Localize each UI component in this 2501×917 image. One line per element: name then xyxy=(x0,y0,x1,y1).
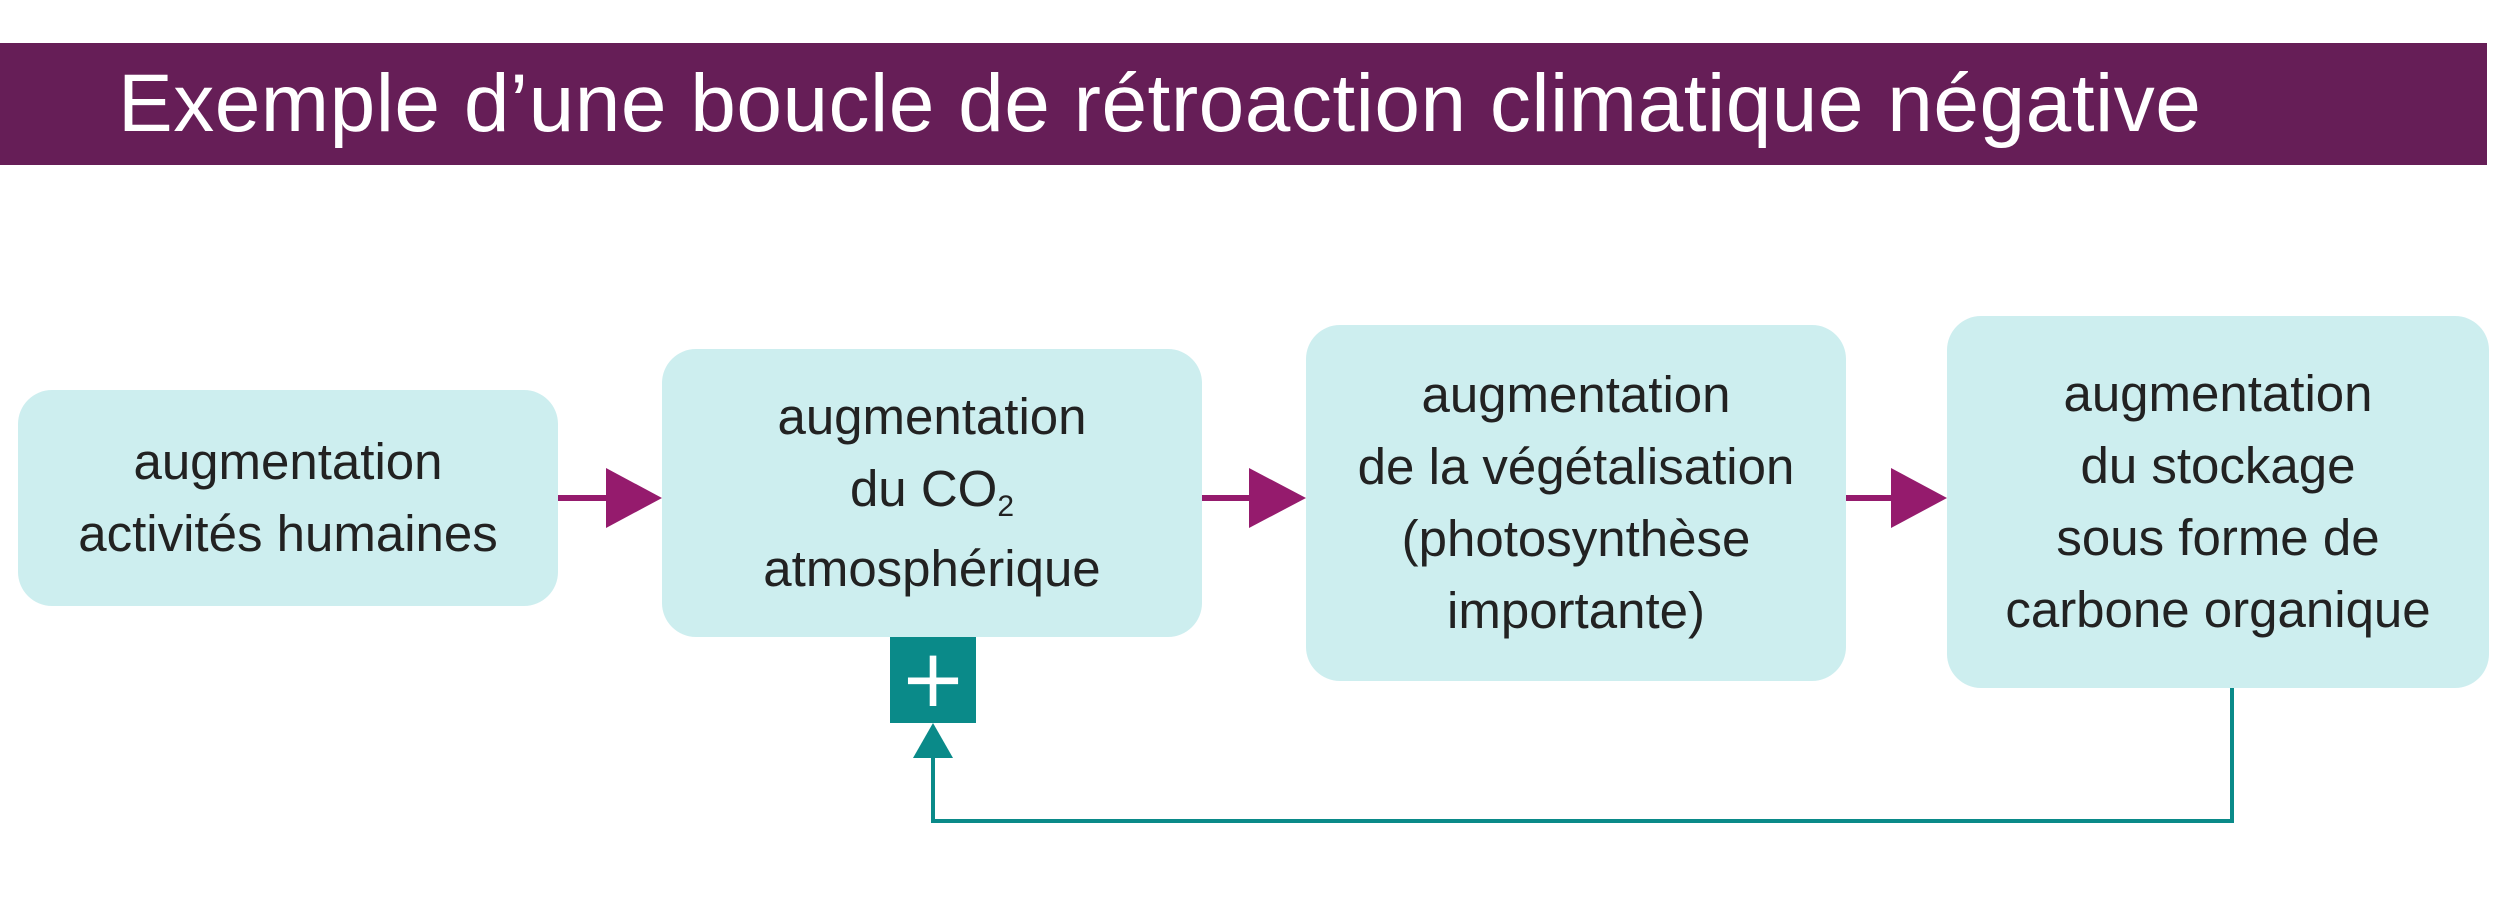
node-text-line: de la végétalisation xyxy=(1357,438,1795,495)
arrow-1-to-2 xyxy=(558,468,662,528)
title-banner: Exemple d’une boucle de rétroaction clim… xyxy=(0,43,2487,165)
node-text-line: carbone organique xyxy=(2005,581,2431,638)
node-text-line: augmentation xyxy=(777,388,1087,445)
node-text-line: sous forme de xyxy=(2056,509,2380,566)
node-atmospheric-co2: augmentation du CO2 atmosphérique xyxy=(662,349,1202,637)
node-carbon-storage: augmentation du stockage sous forme de c… xyxy=(1947,316,2489,688)
node-text-line: du stockage xyxy=(2080,437,2356,494)
node-text-line: (photosynthèse xyxy=(1401,510,1751,567)
arrow-3-to-4 xyxy=(1846,468,1947,528)
node-text-line: atmosphérique xyxy=(763,540,1101,597)
node-text-line: augmentation xyxy=(2063,365,2373,422)
node-vegetation: augmentation de la végétalisation (photo… xyxy=(1306,325,1846,681)
diagram-title: Exemple d’une boucle de rétroaction clim… xyxy=(118,58,2202,149)
node-text-line: importante) xyxy=(1447,582,1705,639)
node-text-line: augmentation xyxy=(1421,366,1731,423)
arrow-2-to-3 xyxy=(1202,468,1306,528)
node-text-line: augmentation xyxy=(133,433,443,490)
node-text-line: activités humaines xyxy=(78,505,498,562)
co2-subscript: 2 xyxy=(997,490,1015,523)
node-text-line-co2: du CO2 xyxy=(763,453,1100,533)
node-human-activities: augmentation activités humaines xyxy=(18,390,558,606)
feedback-loop-arrow xyxy=(913,688,2234,823)
positive-feedback-plus-icon: + xyxy=(890,637,976,723)
co2-prefix: du CO xyxy=(849,460,998,517)
